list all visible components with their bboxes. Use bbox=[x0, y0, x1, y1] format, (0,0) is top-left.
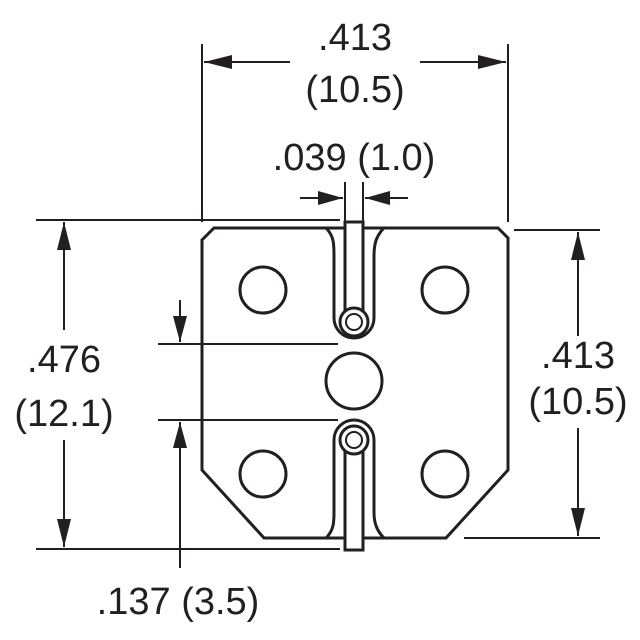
upper-lead-bend-inner bbox=[345, 313, 363, 331]
left-height-arrow-top bbox=[57, 222, 71, 250]
center-hole bbox=[324, 351, 384, 411]
right-height-mm-label: (10.5) bbox=[528, 381, 627, 423]
mounting-hole-top-left bbox=[238, 265, 288, 315]
left-height-arrow-bottom bbox=[57, 519, 71, 547]
mounting-hole-bottom-right bbox=[420, 449, 470, 499]
lead-width-arrow-left bbox=[318, 191, 343, 205]
mounting-hole-bottom-left bbox=[238, 449, 288, 499]
upper-lead-groove bbox=[324, 226, 386, 340]
left-height-inch-label: .476 bbox=[27, 339, 101, 381]
top-width-arrow-right bbox=[478, 55, 506, 69]
mounting-hole-top-right bbox=[420, 265, 470, 315]
upper-lead-bend bbox=[338, 306, 370, 338]
lower-lead-bend bbox=[338, 424, 370, 456]
top-width-inch-label: .413 bbox=[318, 17, 392, 59]
lead-spacing-arrow-top bbox=[173, 316, 187, 342]
lower-lead bbox=[343, 438, 365, 552]
lower-lead-bend-inner bbox=[345, 431, 363, 449]
top-width-mm-label: (10.5) bbox=[305, 69, 404, 111]
right-height-arrow-top bbox=[571, 232, 585, 260]
right-height-arrow-bottom bbox=[571, 508, 585, 536]
lead-spacing-label: .137 (3.5) bbox=[97, 581, 260, 623]
lead-spacing-arrow-bottom bbox=[173, 422, 187, 448]
left-height-mm-label: (12.1) bbox=[14, 393, 113, 435]
lead-width-arrow-right bbox=[365, 191, 390, 205]
top-width-arrow-left bbox=[204, 55, 232, 69]
lead-width-label: .039 (1.0) bbox=[273, 137, 436, 179]
lower-lead-groove bbox=[324, 418, 386, 540]
right-height-inch-label: .413 bbox=[541, 335, 615, 377]
